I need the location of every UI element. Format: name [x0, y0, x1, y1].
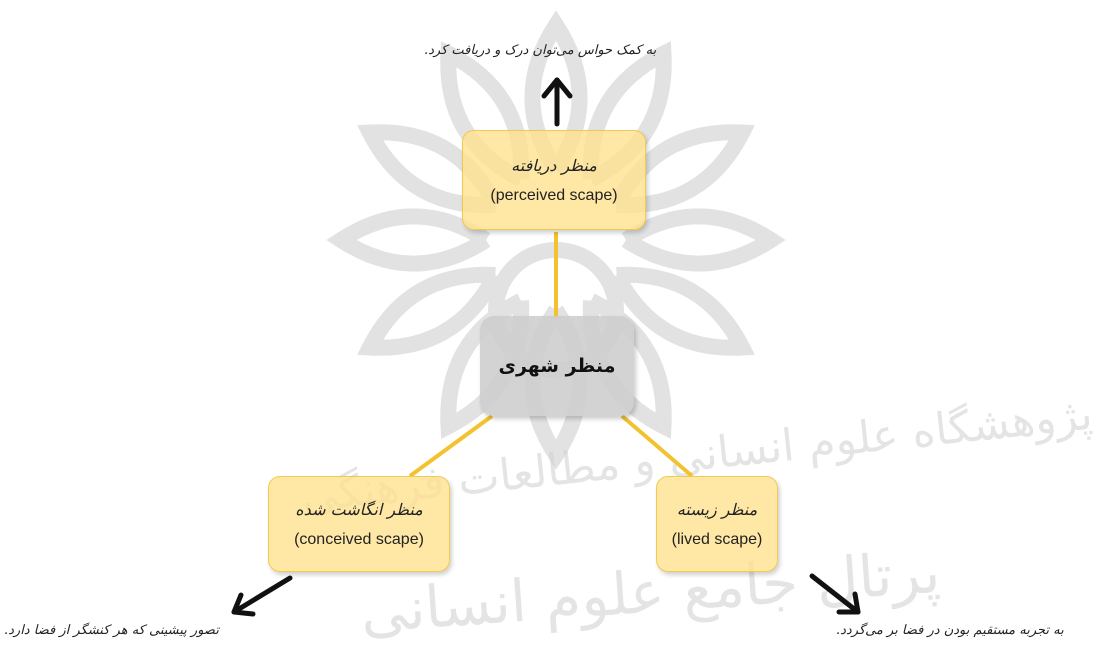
- note-lived: به تجربه مستقیم بودن در فضا بر می‌گردد.: [836, 623, 1064, 638]
- arrow-top: [541, 77, 573, 127]
- node-conceived-label-fa: منظر انگاشت شده: [295, 499, 423, 519]
- arrow-right: [809, 573, 861, 615]
- node-perceived-label-en: (perceived scape): [490, 186, 618, 204]
- rosette-petal: [524, 10, 588, 175]
- node-perceived-label-fa: منظر دریافته: [511, 155, 597, 175]
- node-lived-scape: منظر زیسته (lived scape): [656, 476, 778, 572]
- connector-right: [620, 414, 694, 478]
- node-conceived-label-en: (conceived scape): [294, 530, 424, 548]
- node-perceived-scape: منظر دریافته (perceived scape): [462, 130, 646, 230]
- rosette-petal: [357, 266, 503, 356]
- node-lived-label-fa: منظر زیسته: [676, 499, 758, 519]
- node-urban-scape: منظر شهری: [480, 316, 634, 416]
- rosette-petal: [621, 208, 786, 272]
- connector-left: [408, 414, 494, 478]
- node-urban-scape-label: منظر شهری: [498, 355, 616, 377]
- rosette-petal: [609, 266, 755, 356]
- node-conceived-scape: منظر انگاشت شده (conceived scape): [268, 476, 450, 572]
- arrow-left: [231, 575, 293, 617]
- note-conceived: تصور پیشینی که هر کنشگر از فضا دارد.: [4, 623, 219, 638]
- rosette-petal: [326, 208, 491, 272]
- note-perceived: به کمک حواس می‌توان درک و دریافت کرد.: [424, 43, 657, 58]
- node-lived-label-en: (lived scape): [671, 530, 763, 548]
